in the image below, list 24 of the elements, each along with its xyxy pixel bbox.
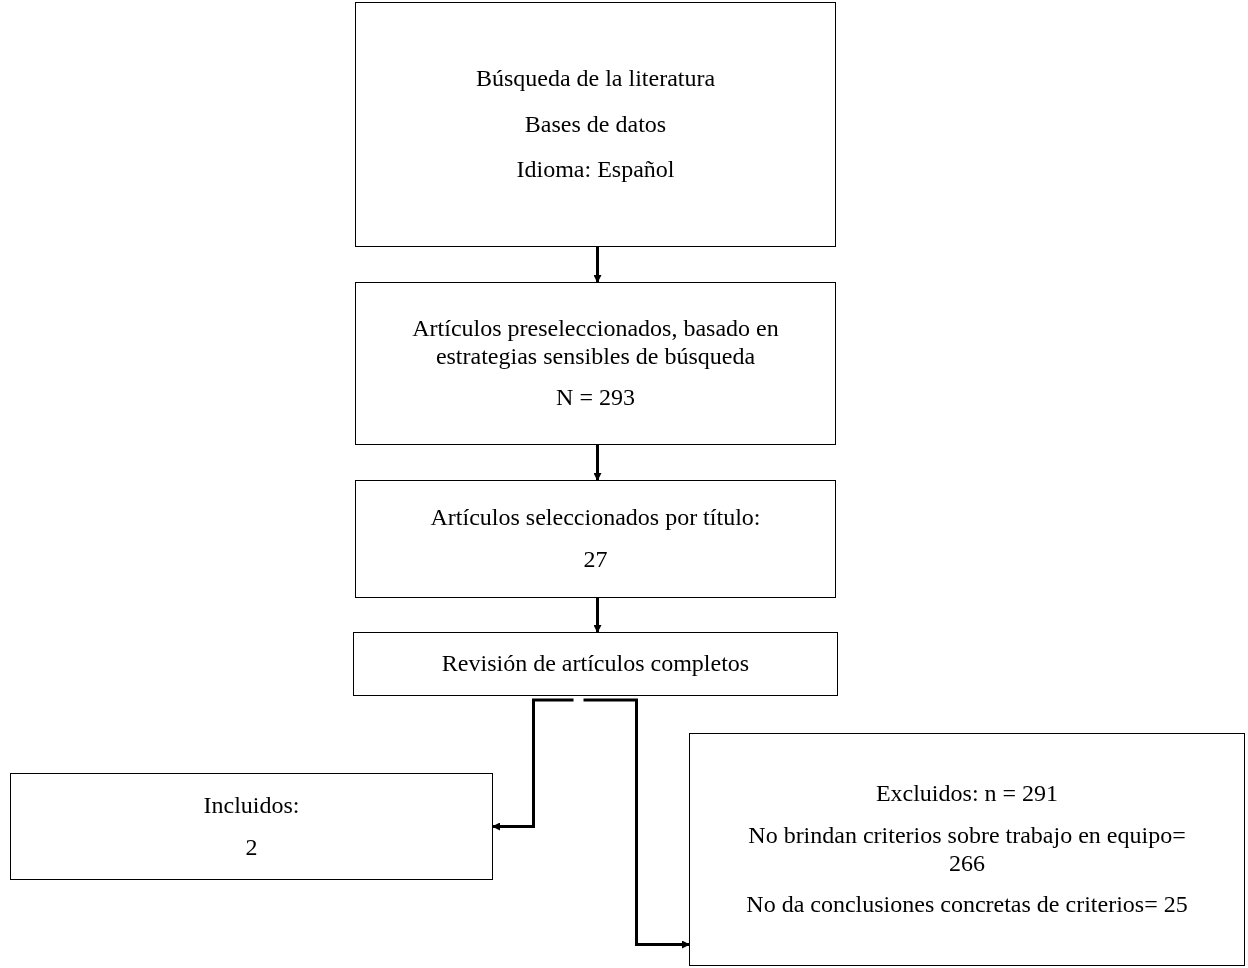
box-text: Revisión de artículos completos [441, 650, 750, 678]
box-text: Búsqueda de la literatura [475, 65, 716, 93]
arrow [593, 445, 602, 481]
process-box [10, 773, 493, 880]
process-box [355, 2, 836, 247]
box-text: N = 293 [556, 384, 635, 412]
box-text: No brindan criterios sobre trabajo en equipo= 266 [747, 821, 1187, 878]
box-text: Idioma: Español [516, 156, 675, 184]
box-text: 27 [583, 546, 608, 574]
arrow [492, 698, 574, 831]
process-box [355, 480, 836, 598]
box-text: Bases de datos [524, 110, 667, 139]
box-text: Excluidos: n = 291 [875, 780, 1059, 808]
box-text: 2 [245, 833, 258, 862]
box-text: Incluidos: [203, 791, 300, 820]
arrow [593, 598, 602, 633]
process-box [689, 733, 1245, 966]
arrow [583, 698, 690, 949]
box-text: Artículos preseleccionados, basado en estrategias sensibles de búsqueda [411, 315, 780, 371]
process-box [355, 282, 836, 445]
process-box [353, 632, 838, 696]
box-text: No da conclusiones concretas de criterios= 25 [746, 891, 1188, 919]
box-text: Artículos seleccionados por título: [430, 504, 761, 532]
arrow [593, 247, 602, 283]
